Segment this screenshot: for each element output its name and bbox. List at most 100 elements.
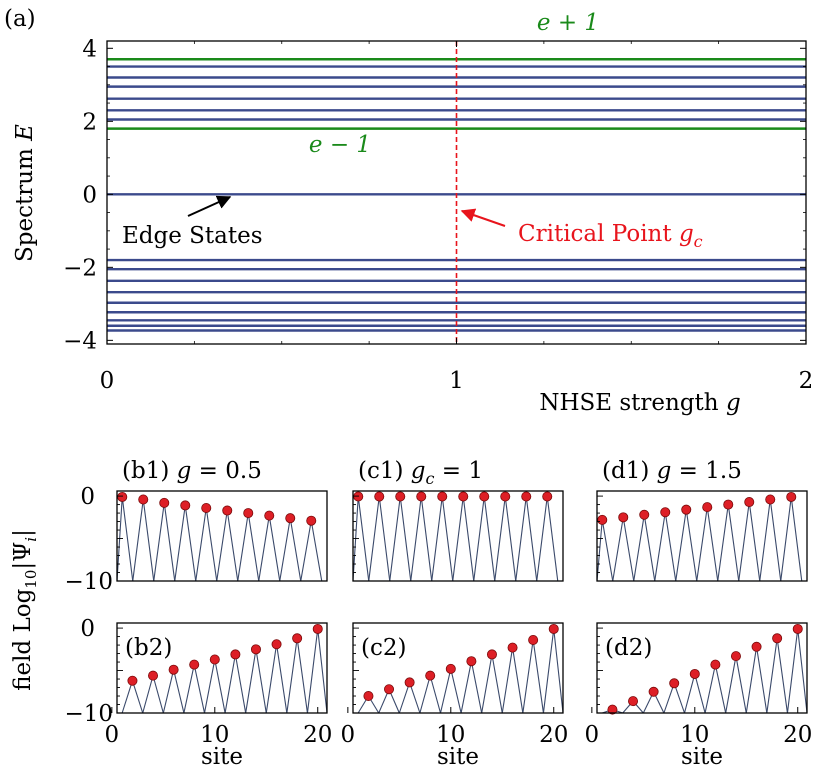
- stem-line: [612, 517, 635, 582]
- stem-line: [439, 668, 462, 714]
- data-point: [306, 515, 317, 526]
- data-point: [628, 696, 639, 707]
- stem-line: [300, 520, 323, 582]
- stem-line: [696, 507, 719, 582]
- panel-title: (c1) gc = 1: [358, 458, 483, 488]
- stem-line: [153, 502, 176, 582]
- plot-frame: [596, 622, 808, 714]
- data-point: [681, 504, 692, 515]
- panel-title: (b1) g = 0.5: [122, 458, 262, 484]
- space: [719, 390, 726, 416]
- panel-d1: (d1) g = 1.5: [596, 458, 808, 582]
- band-edge-label-upper: e + 1: [537, 10, 599, 36]
- x-tick-label: 10: [680, 722, 709, 748]
- stem-line: [515, 496, 538, 582]
- data-point: [209, 654, 220, 665]
- ylabel-text: Spectrum: [12, 148, 38, 262]
- stem-line: [786, 628, 808, 714]
- stem-line: [389, 496, 412, 582]
- y-tick-label: −10: [64, 569, 113, 595]
- data-point: [374, 491, 385, 502]
- space: [169, 458, 176, 484]
- panel-label: (c2): [361, 635, 406, 661]
- data-point: [597, 514, 608, 525]
- stem-line: [431, 496, 454, 582]
- y-tick-label: −4: [63, 328, 97, 354]
- data-point: [507, 642, 518, 653]
- data-point: [285, 513, 296, 524]
- stem-line: [183, 664, 206, 714]
- data-point: [528, 634, 539, 645]
- data-point: [772, 633, 783, 644]
- plot-frame: [596, 490, 808, 582]
- data-point: [765, 494, 776, 505]
- panel-label: (b2): [125, 635, 172, 661]
- data-point: [404, 677, 415, 688]
- x-tick-label: 0: [100, 368, 115, 394]
- x-tick-label: 2: [799, 368, 814, 394]
- space: [12, 141, 38, 148]
- data-point: [425, 670, 436, 681]
- data-point: [264, 510, 275, 521]
- data-point: [250, 644, 261, 655]
- shared-ylabel: field Log10|Ψi|: [10, 529, 40, 691]
- stem-line: [675, 509, 698, 582]
- data-point: [730, 651, 741, 662]
- data-point: [542, 491, 553, 502]
- data-point: [127, 675, 138, 686]
- title-sub: c: [426, 469, 435, 488]
- x-tick-label: 1: [449, 368, 464, 394]
- stem-line: [460, 661, 483, 714]
- stem-line: [237, 512, 260, 582]
- data-point: [786, 491, 797, 502]
- x-tick-label: 0: [341, 722, 356, 748]
- data-point: [416, 491, 427, 502]
- x-tick-label: 10: [436, 722, 465, 748]
- data-point: [751, 641, 762, 652]
- data-point: [168, 664, 179, 675]
- stem-line: [704, 664, 727, 714]
- data-point: [271, 639, 282, 650]
- data-point: [660, 507, 671, 518]
- data-point: [702, 502, 713, 513]
- x-tick-label: 10: [200, 722, 229, 748]
- stem-line: [419, 673, 442, 714]
- stem-line: [536, 496, 559, 582]
- stem-line: [306, 628, 328, 714]
- stem-line: [522, 639, 544, 714]
- data-point: [180, 500, 191, 511]
- data-point: [479, 491, 490, 502]
- plot-frame: [116, 490, 328, 582]
- y-tick-label: 4: [82, 36, 97, 62]
- stem-line: [162, 669, 185, 714]
- y-tick-label: 0: [82, 182, 97, 208]
- data-point: [744, 497, 755, 508]
- stem-line: [780, 496, 803, 582]
- data-point: [792, 623, 803, 634]
- edge-states-label: Edge States: [122, 223, 263, 249]
- stem-line: [265, 644, 288, 714]
- data-point: [521, 491, 532, 502]
- data-point: [458, 491, 469, 502]
- stem-line: [203, 659, 226, 714]
- band-edge-label-lower: e − 1: [309, 132, 371, 158]
- data-point: [466, 656, 477, 667]
- data-point: [710, 659, 721, 670]
- x-tick-label: 20: [539, 722, 568, 748]
- data-point: [243, 508, 254, 519]
- y-tick-label: 0: [80, 616, 95, 642]
- plot-frame: [352, 490, 564, 582]
- stem-line: [286, 638, 308, 714]
- data-point: [189, 659, 200, 670]
- xlabel-text: NHSE strength: [539, 390, 718, 416]
- space: [672, 221, 679, 247]
- plot-frame: [352, 622, 564, 714]
- data-point: [445, 663, 456, 674]
- title-symbol: g: [657, 458, 672, 484]
- y-axis-label: Spectrum E: [12, 124, 38, 262]
- stem-line: [368, 496, 391, 582]
- title-symbol: g: [411, 458, 426, 484]
- stem-line: [745, 646, 768, 714]
